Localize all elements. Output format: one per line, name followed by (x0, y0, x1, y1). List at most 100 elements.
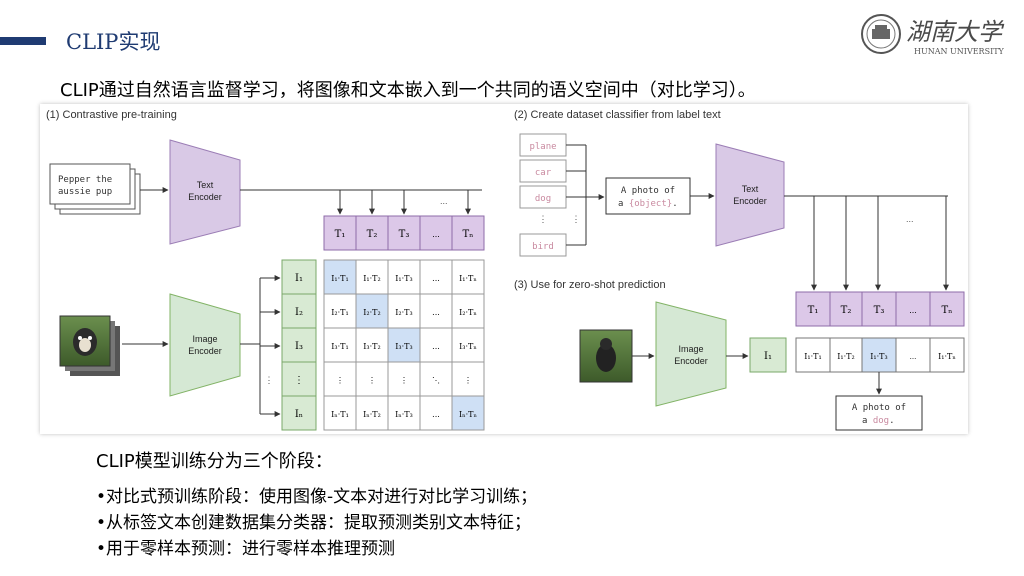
object-placeholder: {object} (629, 199, 672, 209)
label-item: bird (532, 242, 554, 252)
zero-shot-image (579, 329, 633, 383)
predicted-label: dog (873, 416, 889, 426)
text-token: Tₙ (942, 305, 953, 316)
image-token-column: I₁ I₂ I₃ ⋮ Iₙ (281, 259, 317, 431)
label-item: dog (535, 194, 551, 204)
text-token: T₂ (367, 229, 378, 240)
label-item: plane (529, 142, 556, 152)
stages-title: CLIP模型训练分为三个阶段： (96, 451, 333, 472)
stage-item: •用于零样本预测：进行零样本推理预测 (96, 539, 396, 559)
matrix-cell (323, 327, 357, 363)
matrix-cell (323, 395, 357, 431)
svg-text:Encoder: Encoder (188, 346, 222, 356)
p3-text-token-row: T₁ T₂ T₃ ... Tₙ (795, 291, 965, 327)
text-token: ... (909, 305, 917, 315)
matrix-cell (387, 395, 421, 431)
image-token: ⋮ (294, 375, 304, 386)
university-seal-icon (861, 14, 901, 54)
matrix-cell-label: I₃·T₂ (363, 342, 380, 351)
svg-text:Image: Image (192, 334, 217, 344)
image-token-arrows (260, 275, 281, 417)
matrix-cell (387, 293, 421, 329)
score-cell: ... (910, 352, 917, 361)
panel2-title: (2) Create dataset classifier from label… (514, 109, 721, 121)
matrix-cell (355, 259, 389, 295)
matrix-cell (387, 327, 421, 363)
matrix-cell-label: I₁·T₃ (395, 274, 412, 283)
svg-text:Text: Text (197, 180, 214, 190)
p1-ellipsis: ... (440, 196, 448, 206)
svg-text:a {object}.: a {object}. (618, 199, 678, 209)
stage-item: •从标签文本创建数据集分类器：提取预测类别文本特征； (96, 513, 532, 533)
p2-token-arrows (811, 196, 949, 291)
text-token: T₂ (841, 305, 852, 316)
p2-ellipsis: ... (906, 214, 914, 224)
clip-diagram: (1) Contrastive pre-training Pepper the … (40, 104, 968, 434)
label-list: plane car dog ⋮ ⋮ bird (519, 133, 581, 257)
label-dots: ⋮ (572, 214, 581, 224)
stage-item: •对比式预训练阶段：使用图像-文本对进行对比学习训练； (96, 487, 538, 507)
matrix-cell-label: ⋮ (368, 376, 376, 385)
text-token: Tₙ (463, 229, 474, 240)
stages-list: •对比式预训练阶段：使用图像-文本对进行对比学习训练； •从标签文本创建数据集分… (96, 484, 537, 562)
zero-shot-scores: I₁·T₁ I₁·T₂ I₁·T₃ ... I₁·Tₙ (795, 337, 965, 373)
university-logo: 湖南大学 HUNAN UNIVERSITY (858, 10, 1018, 62)
matrix-cell (355, 293, 389, 329)
image-token: I₂ (295, 307, 303, 318)
matrix-cell-label: ⋮ (336, 376, 344, 385)
text-token: T₃ (399, 229, 410, 240)
svg-text:Text: Text (742, 184, 759, 194)
image-token: I₃ (295, 341, 303, 352)
matrix-cell (419, 327, 453, 363)
matrix-cell-label: I₂·T₂ (363, 308, 380, 317)
matrix-cell-label: I₂·T₃ (395, 308, 412, 317)
matrix-cell-label: Iₙ·Tₙ (459, 410, 478, 419)
label-connectors (566, 144, 605, 246)
text-input-line2: aussie pup (58, 187, 112, 197)
matrix-cell-label: ... (432, 342, 440, 351)
matrix-cell-label: I₁·T₁ (331, 274, 348, 283)
matrix-cell-label: I₃·T₃ (395, 342, 412, 351)
text-token-arrows (337, 190, 471, 215)
university-name-cn: 湖南大学 (906, 18, 1005, 46)
matrix-cell-label: ⋮ (464, 376, 472, 385)
matrix-cell-label: I₂·Tₙ (459, 308, 477, 317)
text-token: T₁ (335, 229, 346, 240)
text-encoder-p2: Text Encoder (715, 143, 785, 247)
matrix-cell-label: I₁·T₂ (363, 274, 380, 283)
score-cell: I₁·T₂ (837, 352, 854, 361)
matrix-cell-label: Iₙ·T₁ (331, 410, 349, 419)
matrix-cell (451, 395, 485, 431)
svg-text:Encoder: Encoder (733, 196, 767, 206)
image-token: I₁ (295, 273, 303, 284)
panel3-title: (3) Use for zero-shot prediction (514, 279, 666, 291)
svg-text:Encoder: Encoder (674, 356, 708, 366)
title-accent-bar (0, 37, 46, 45)
matrix-cell (323, 293, 357, 329)
score-cell: I₁·Tₙ (938, 352, 956, 361)
matrix-cell (451, 361, 485, 397)
image-input-stack (59, 315, 120, 376)
panel1-title: (1) Contrastive pre-training (46, 109, 177, 121)
svg-text:a dog.: a dog. (862, 416, 895, 426)
matrix-cell-label: Iₙ·T₂ (363, 410, 381, 419)
matrix-cell-label: ⋱ (432, 376, 440, 385)
matrix-cell-label: ... (432, 308, 440, 317)
matrix-cell-label: ⋮ (400, 376, 408, 385)
text-input-stack: Pepper the aussie pup (49, 163, 141, 215)
svg-text:A photo of: A photo of (621, 186, 675, 196)
matrix-cell-label: Iₙ·T₃ (395, 410, 413, 419)
score-cell: I₁·T₃ (870, 352, 887, 361)
text-token: ... (432, 229, 440, 239)
svg-text:⋮: ⋮ (265, 375, 274, 385)
text-token: T₃ (874, 305, 885, 316)
matrix-cell (451, 259, 485, 295)
matrix-cell (451, 327, 485, 363)
image-token: Iₙ (295, 409, 303, 420)
matrix-cell-label: I₃·Tₙ (459, 342, 477, 351)
university-name-en: HUNAN UNIVERSITY (914, 47, 1005, 56)
svg-text:A photo of: A photo of (852, 403, 906, 413)
label-item: ⋮ (539, 214, 548, 224)
text-input-line1: Pepper the (58, 175, 112, 185)
